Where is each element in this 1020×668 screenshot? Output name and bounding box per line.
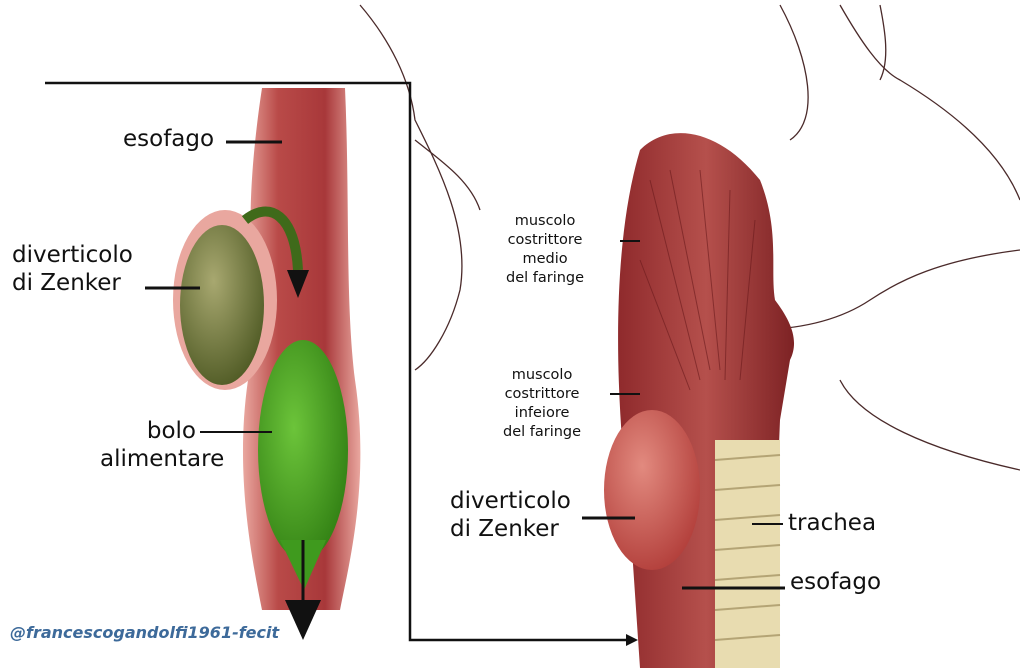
watermark: @francescogandolfi1961-fecit xyxy=(10,623,280,642)
label-line: muscolo xyxy=(514,213,576,229)
right-anatomy xyxy=(604,133,795,668)
neck-outline xyxy=(359,4,1020,471)
down-arrow-icon xyxy=(285,600,321,640)
leader-lines xyxy=(145,140,785,590)
label-line: costrittore xyxy=(507,231,583,248)
label-esofago-right: esofago xyxy=(790,569,882,595)
label-bolo: bolo alimentare xyxy=(100,418,225,473)
label-line: bolo xyxy=(146,418,196,444)
label-line: del faringe xyxy=(503,423,582,440)
label-line: diverticolo xyxy=(12,242,133,268)
label-line: muscolo xyxy=(511,367,573,383)
label-trachea: trachea xyxy=(788,510,877,536)
label-muscolo-medio: muscolo costrittore medio del faringe xyxy=(506,212,584,287)
bracket-arrow-icon xyxy=(626,634,638,646)
label-muscolo-inferiore: muscolo costrittore infeiore del faringe xyxy=(503,366,581,441)
label-diverticolo-right: diverticolo di Zenker xyxy=(450,488,571,543)
label-line: del faringe xyxy=(506,269,585,286)
label-line: diverticolo xyxy=(450,488,571,514)
label-line: infeiore xyxy=(514,404,570,421)
label-esofago-left: esofago xyxy=(123,126,215,152)
label-line: costrittore xyxy=(504,385,580,402)
left-esophagus xyxy=(173,88,361,640)
trachea-shape xyxy=(715,440,780,668)
label-line: di Zenker xyxy=(450,515,559,542)
label-line: di Zenker xyxy=(12,269,121,296)
zoom-bracket xyxy=(45,81,628,642)
label-diverticolo-left: diverticolo di Zenker xyxy=(12,242,133,297)
flow-arrow-icon xyxy=(287,270,309,298)
label-line: alimentare xyxy=(100,445,225,472)
label-line: medio xyxy=(522,250,568,267)
